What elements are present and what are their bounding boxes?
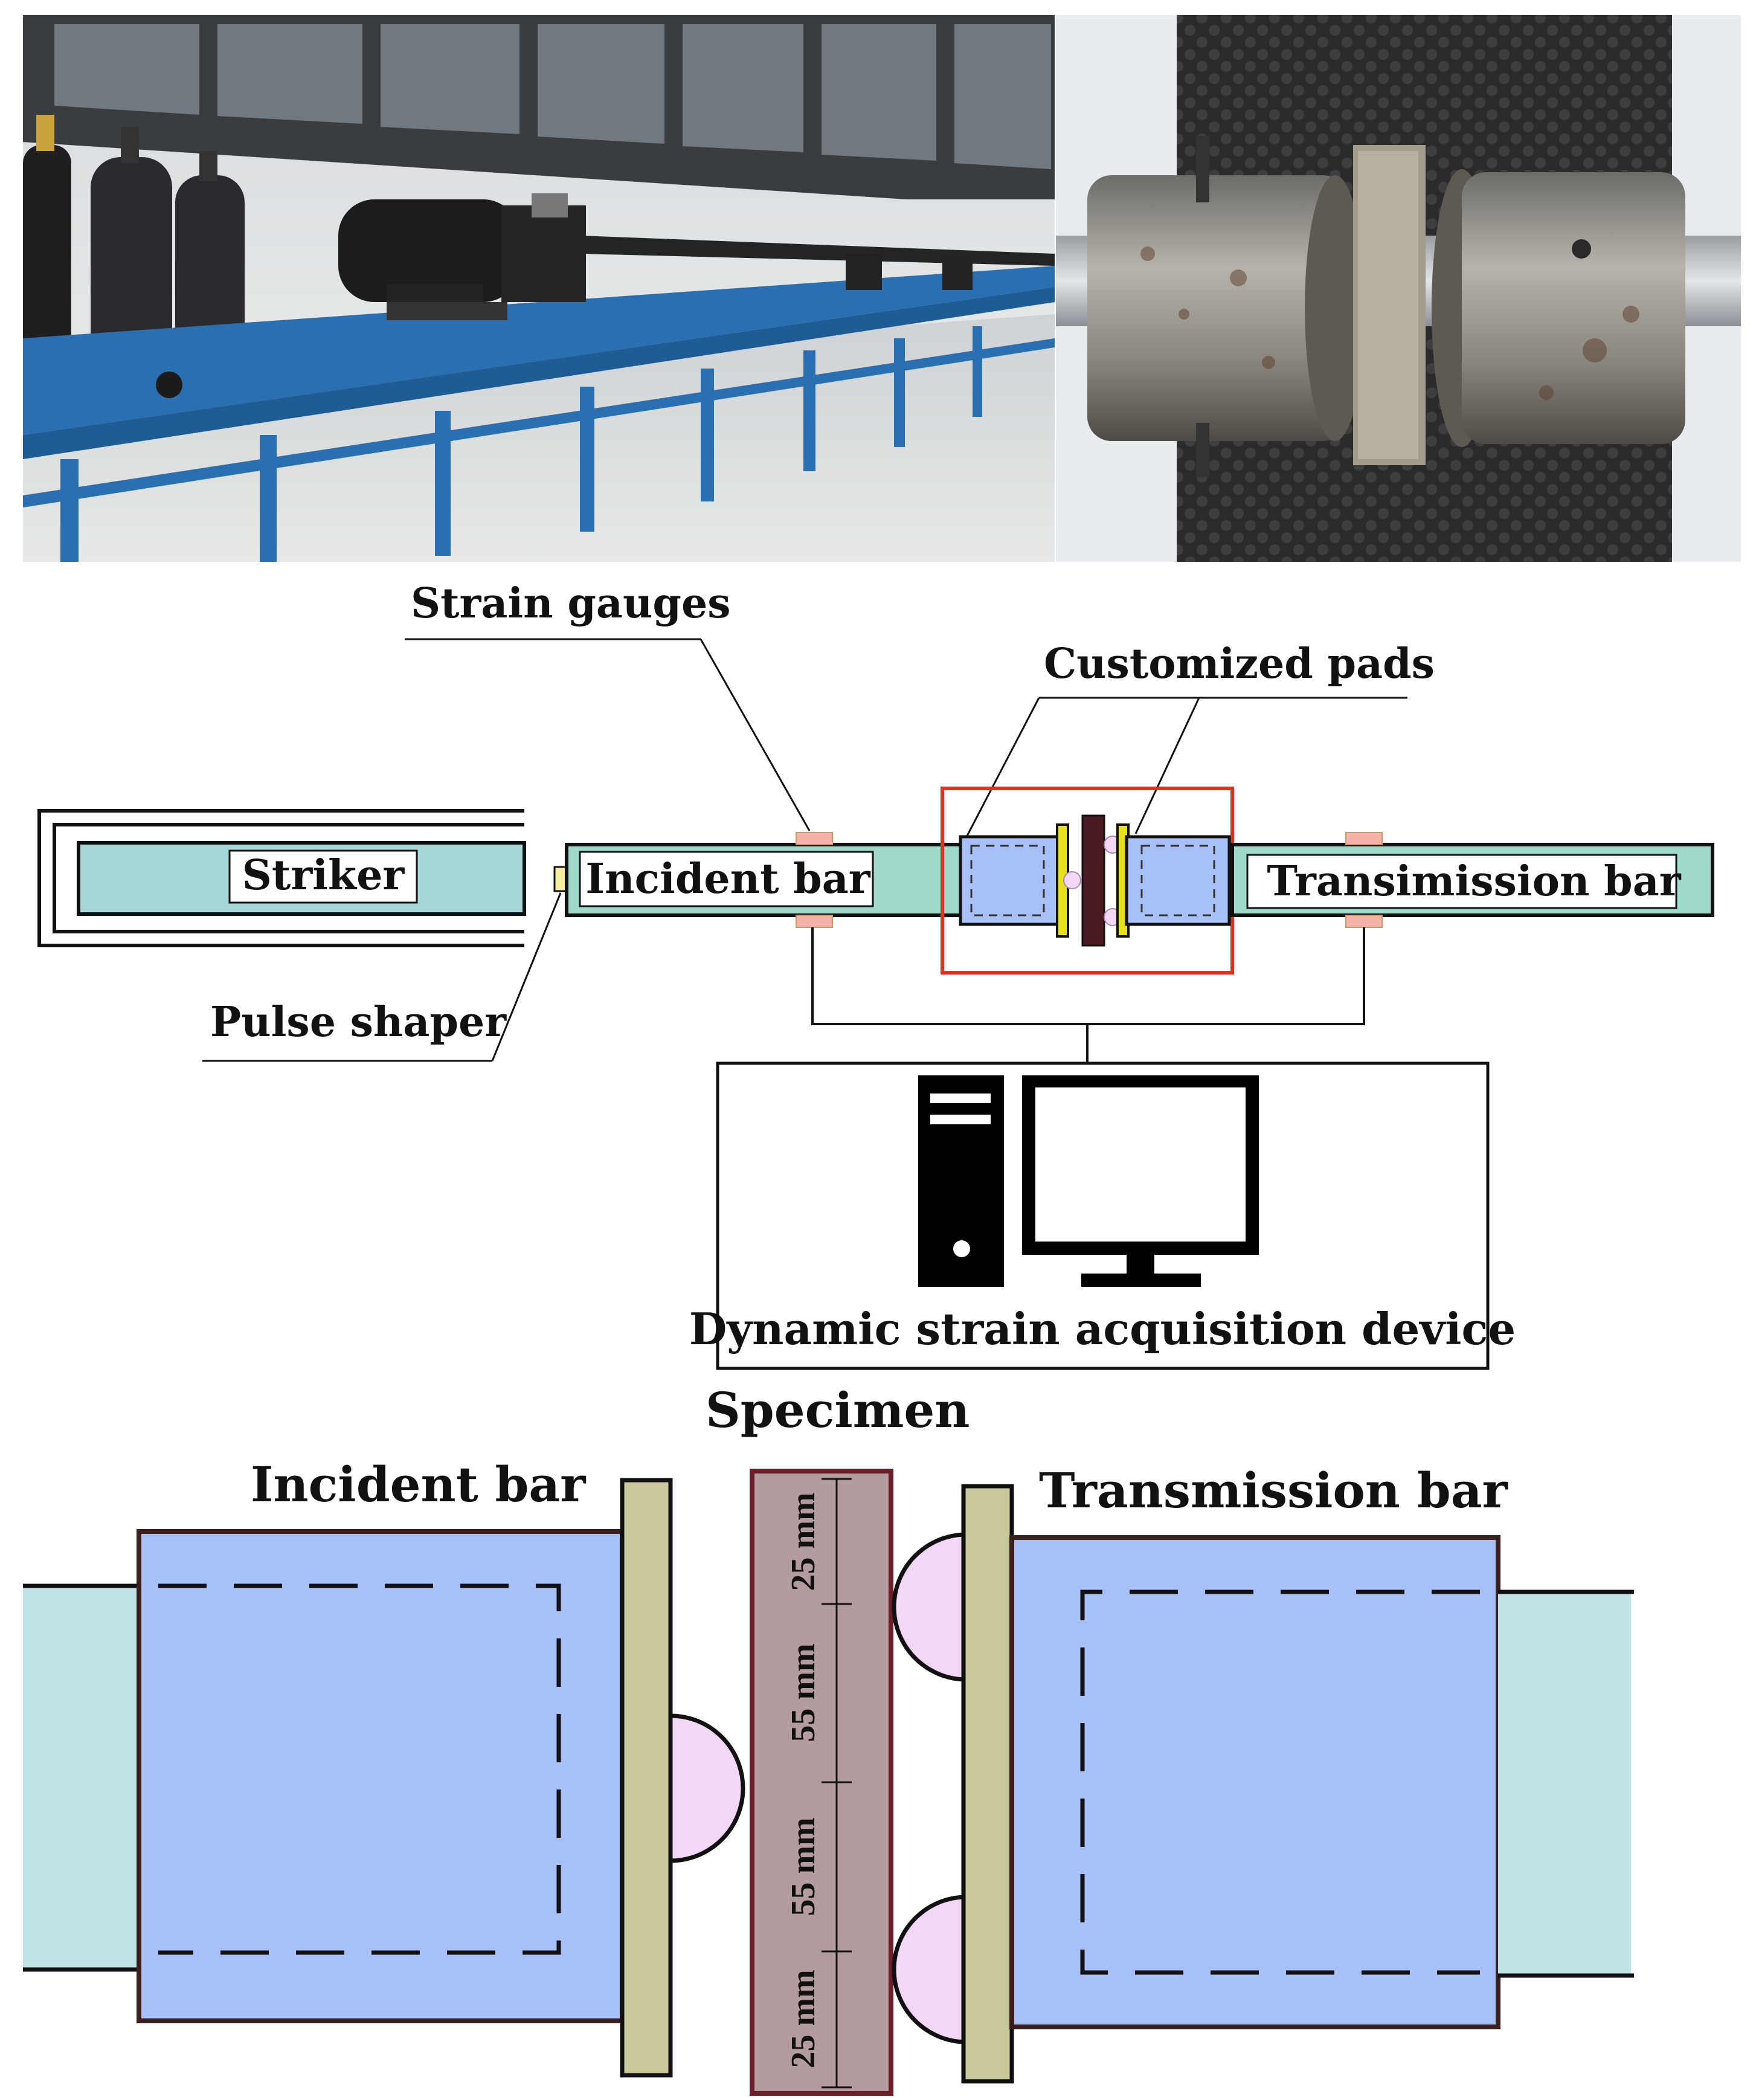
transmission-bar-label-box bbox=[1246, 854, 1677, 909]
striker-label: Striker bbox=[242, 851, 405, 900]
transmission-pad-dashed bbox=[1080, 1589, 1480, 1975]
gas-gun bbox=[338, 193, 586, 314]
dim-55mm-lower: 55 mm bbox=[785, 1817, 822, 1916]
incident-bar-stub bbox=[23, 1586, 141, 1970]
dim-25mm-bottom: 25 mm bbox=[785, 1970, 822, 2068]
dimension-lines bbox=[822, 1478, 852, 2089]
incident-hemisphere bbox=[668, 1713, 745, 1863]
transmission-bar-stub bbox=[1498, 1592, 1631, 1976]
right-cylinder bbox=[1462, 172, 1685, 444]
specimen bbox=[750, 1469, 893, 2096]
specimen-label: Specimen bbox=[706, 1382, 970, 1438]
incident-bar-detail-label: Incident bar bbox=[251, 1456, 586, 1513]
transmission-bar-label: Transimission bar bbox=[1267, 857, 1681, 906]
lab-windows bbox=[23, 15, 1055, 199]
transmission-hemisphere-top bbox=[892, 1532, 969, 1682]
customized-pads-label: Customized pads bbox=[1044, 640, 1435, 688]
acquisition-device-label: Dynamic strain acquisition device bbox=[689, 1303, 1516, 1354]
specimen-small bbox=[1081, 814, 1105, 947]
transmission-pad-housing bbox=[1009, 1535, 1500, 2029]
specimen-clamp-photo bbox=[1056, 15, 1741, 562]
pad-leader-right bbox=[1134, 697, 1200, 834]
incident-plate bbox=[620, 1478, 673, 2078]
transmission-bar-detail-label: Transmission bar bbox=[1039, 1462, 1508, 1519]
transmission-hemisphere-bottom bbox=[892, 1895, 969, 2044]
strain-gauge-transmission-bottom bbox=[1345, 915, 1383, 928]
left-cylinder bbox=[1087, 175, 1347, 441]
striker-label-box bbox=[228, 849, 418, 904]
strain-gauge-transmission-top bbox=[1345, 832, 1383, 845]
pad-leader-left bbox=[962, 697, 1040, 843]
incident-pad-housing bbox=[137, 1529, 625, 2023]
strain-gauge-incident-top bbox=[796, 832, 833, 845]
strain-gauges-label: Strain gauges bbox=[411, 579, 731, 628]
striker-tube bbox=[37, 809, 524, 947]
transmission-plate bbox=[961, 1484, 1014, 2084]
pulse-shaper-leader bbox=[491, 892, 562, 1061]
strain-gauge-incident-bottom bbox=[796, 915, 833, 928]
computer-tower-icon bbox=[918, 1075, 1004, 1287]
pulse-shaper-label: Pulse shaper bbox=[210, 998, 507, 1046]
detail-view: Specimen Incident bar Transmission bar 2… bbox=[23, 1382, 1634, 2096]
strain-gauge-leader bbox=[700, 639, 811, 831]
transmission-pad-small bbox=[1125, 835, 1231, 926]
schematic: Strain gauges Customized pads Striker Pu… bbox=[37, 579, 1714, 1370]
blue-frame bbox=[23, 266, 1055, 562]
incident-bar-label-box bbox=[579, 851, 874, 907]
incident-bar-label: Incident bar bbox=[585, 855, 870, 903]
shpb-apparatus-photo bbox=[23, 15, 1055, 562]
dim-55mm-upper: 55 mm bbox=[785, 1643, 822, 1742]
monitor-icon bbox=[1022, 1075, 1259, 1287]
incident-pad-small bbox=[959, 835, 1065, 926]
dim-25mm-top: 25 mm bbox=[785, 1492, 822, 1591]
steel-bar bbox=[580, 236, 1055, 266]
